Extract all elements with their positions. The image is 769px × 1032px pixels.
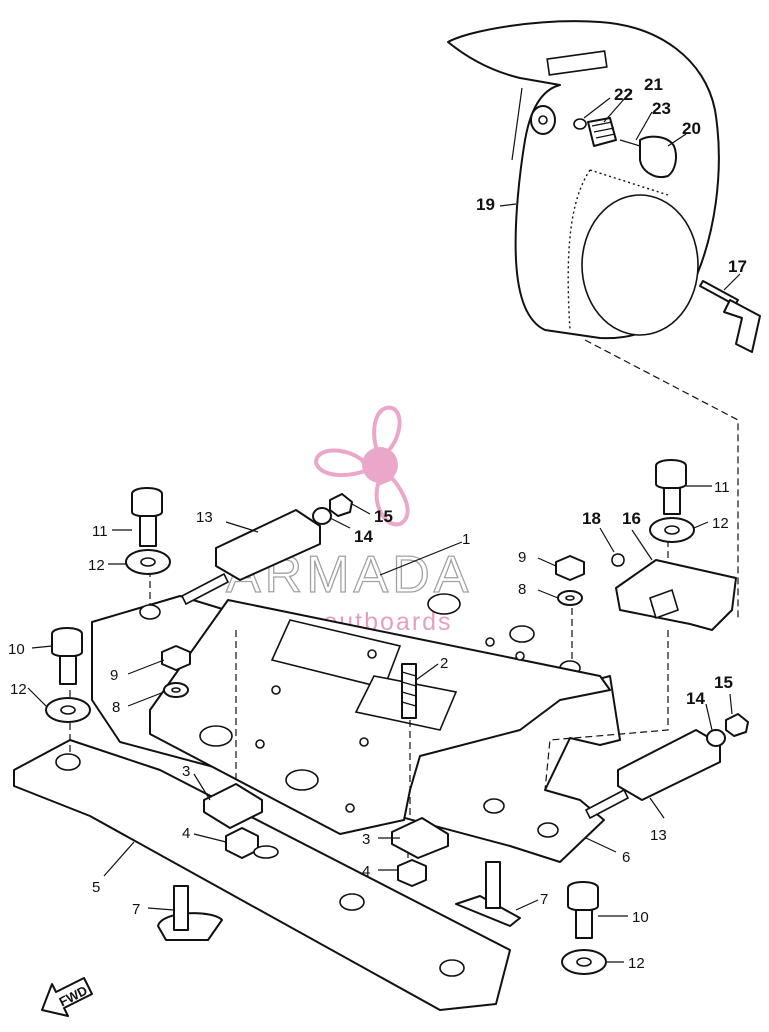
callout-4b: 4 <box>362 863 370 880</box>
forward-direction-marker: FWD <box>41 977 93 1017</box>
hex-bolt-left-11 <box>131 487 163 547</box>
callout-9b: 9 <box>518 549 526 566</box>
callout-11a: 11 <box>92 523 108 540</box>
callout-3b: 3 <box>362 831 370 848</box>
callout-14a: 14 <box>354 527 373 546</box>
callout-12d: 12 <box>628 955 645 972</box>
callout-13a: 13 <box>196 509 213 526</box>
callout-22: 22 <box>614 85 633 104</box>
cover-latch-assembly <box>530 105 677 178</box>
flat-washer-8a <box>163 682 189 698</box>
hex-nut-9b <box>555 555 585 581</box>
callout-10a: 10 <box>8 641 25 658</box>
hex-bolt-right-11 <box>655 459 687 515</box>
callout-7a: 7 <box>132 901 140 918</box>
flat-washer-8b <box>557 590 583 606</box>
callout-7b: 7 <box>540 891 548 908</box>
clamp-plate-13-left <box>180 509 321 606</box>
forward-arrow-icon <box>41 977 93 1017</box>
clamp-plate-13-right <box>584 729 721 820</box>
nut-4a <box>225 827 279 859</box>
callout-2: 2 <box>440 655 448 672</box>
callout-5: 5 <box>92 879 100 896</box>
nut-4b <box>397 859 427 887</box>
callout-8b: 8 <box>518 581 526 598</box>
hex-bolt-right-10 <box>567 881 599 939</box>
spring-clip-18 <box>611 553 625 567</box>
nut-15-left <box>329 493 353 517</box>
hex-nut-9a <box>161 645 191 671</box>
callout-3a: 3 <box>182 763 190 780</box>
callout-9a: 9 <box>110 667 118 684</box>
callout-23: 23 <box>652 99 671 118</box>
washer-12b <box>649 517 695 543</box>
callout-1: 1 <box>462 531 470 548</box>
callout-12a: 12 <box>88 557 105 574</box>
callout-4a: 4 <box>182 825 190 842</box>
hex-bolt-left-10 <box>51 627 83 685</box>
washer-12a <box>125 549 171 575</box>
callout-12c: 12 <box>10 681 27 698</box>
callout-16: 16 <box>622 509 641 528</box>
callout-6: 6 <box>622 849 630 866</box>
washer-12d <box>561 949 607 975</box>
callout-15a: 15 <box>374 507 393 526</box>
clip-stud-7b <box>455 861 521 927</box>
washer-12c <box>45 697 91 723</box>
wing-bolt <box>699 280 761 353</box>
callout-17: 17 <box>728 257 747 276</box>
bracket-16 <box>615 559 737 631</box>
bottom-plate <box>13 739 511 1011</box>
callout-13b: 13 <box>650 827 667 844</box>
clip-plate-3b <box>391 817 449 859</box>
callout-21: 21 <box>644 75 663 94</box>
propeller-logo-icon <box>313 405 410 527</box>
nut-14-right <box>706 729 726 747</box>
callout-labels: 1 2 3 3 4 4 5 6 7 7 8 8 9 9 10 10 11 11 … <box>8 75 747 972</box>
callout-20: 20 <box>682 119 701 138</box>
clip-plate-3a <box>203 783 263 829</box>
callout-14b: 14 <box>686 689 705 708</box>
callout-12b: 12 <box>712 515 729 532</box>
callout-10b: 10 <box>632 909 649 926</box>
clip-stud-7a <box>157 885 223 941</box>
callout-18: 18 <box>582 509 601 528</box>
nut-15-right <box>725 713 749 737</box>
engine-cover <box>447 20 720 340</box>
callout-leaders <box>27 89 741 963</box>
stud <box>401 663 417 719</box>
callout-11b: 11 <box>714 479 730 496</box>
forward-label: FWD <box>57 983 90 1010</box>
nut-14-left <box>312 507 332 525</box>
callout-19: 19 <box>476 195 495 214</box>
callout-8a: 8 <box>112 699 120 716</box>
callout-15b: 15 <box>714 673 733 692</box>
